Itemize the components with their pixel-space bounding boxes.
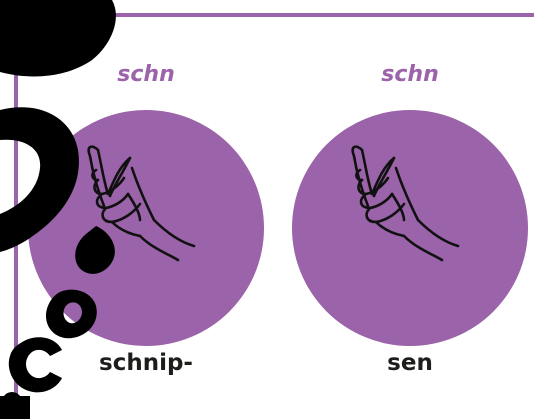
- gesture-circle: [28, 110, 264, 346]
- watermark-dot: [2, 392, 22, 412]
- gesture-circle: [292, 110, 528, 346]
- syllable-card-1: schn schnip: [26, 58, 266, 398]
- frame-left-line: [14, 13, 18, 419]
- syllable-card-2: schn sen: [290, 58, 530, 398]
- frame-top-line: [14, 13, 534, 17]
- snapping-fingers-hand-icon: [87, 145, 196, 262]
- snapping-fingers-hand-icon: [351, 145, 460, 262]
- syllable-label: schn: [117, 62, 175, 87]
- word-part: schnip-: [99, 350, 193, 376]
- syllable-label: schn: [381, 62, 439, 87]
- word-part: sen: [387, 350, 433, 376]
